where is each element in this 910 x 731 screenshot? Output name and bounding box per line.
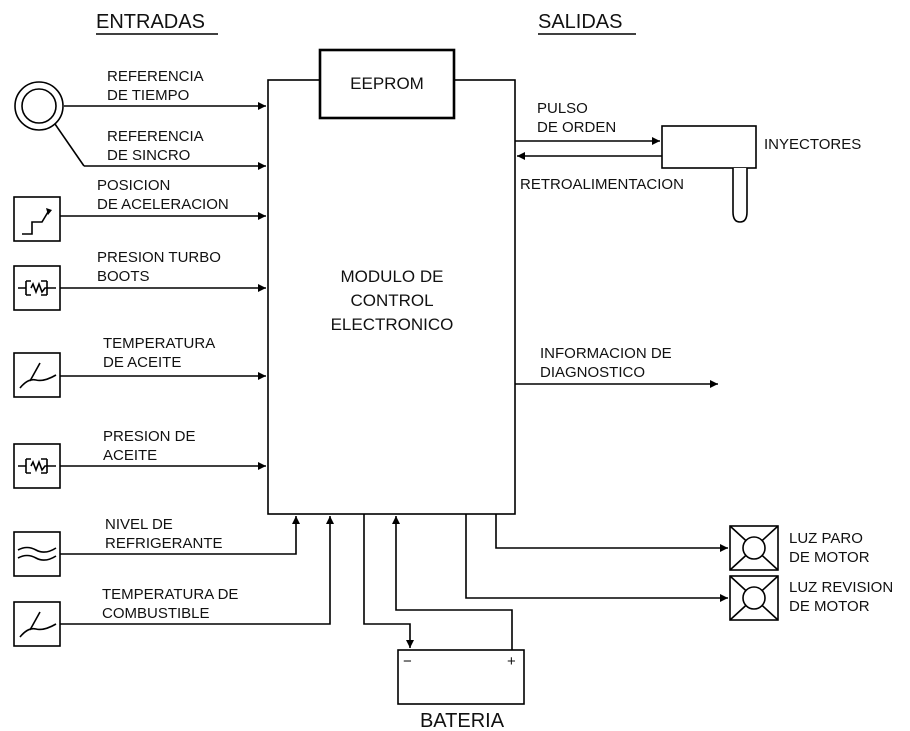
- coolant-label-1: NIVEL DE: [105, 516, 173, 533]
- diagnostics-label-1: INFORMACION DE: [540, 345, 672, 362]
- stop-lamp-icon: [729, 525, 779, 571]
- oil-temp-label-1: TEMPERATURA: [103, 335, 215, 352]
- battery-neg-wire: [363, 514, 414, 648]
- outputs-header: SALIDAS: [538, 11, 622, 33]
- oil-press-label-2: ACEITE: [103, 447, 157, 464]
- coolant-arrow: [60, 516, 300, 555]
- oil-temp-label-2: DE ACEITE: [103, 354, 181, 371]
- ecm-label-line3: ELECTRONICO: [331, 315, 454, 334]
- battery-label: BATERIA: [420, 710, 505, 731]
- time-ref-label-1: REFERENCIA: [107, 68, 204, 85]
- ecm-label-line2: CONTROL: [350, 291, 433, 310]
- ecm-box: [267, 79, 516, 515]
- check-lamp-label-1: LUZ REVISION: [789, 579, 893, 596]
- eeprom-label: EEPROM: [350, 74, 424, 93]
- boost-label-2: BOOTS: [97, 268, 150, 285]
- fuel-temp-arrow: [60, 516, 334, 625]
- pulse-label-1: PULSO: [537, 100, 588, 117]
- time-ref-label-2: DE TIEMPO: [107, 87, 189, 104]
- coolant-sensor-icon: [13, 531, 61, 577]
- battery-neg-sign: −: [403, 653, 412, 670]
- fuel-temp-label-1: TEMPERATURA DE: [102, 586, 238, 603]
- pulse-label-2: DE ORDEN: [537, 119, 616, 136]
- throttle-sensor-icon: [13, 196, 61, 242]
- battery-pos-sign: +: [507, 653, 516, 670]
- stop-lamp-label-2: DE MOTOR: [789, 549, 870, 566]
- oil-press-label-1: PRESION DE: [103, 428, 196, 445]
- fuel-temp-label-2: COMBUSTIBLE: [102, 605, 210, 622]
- injectors-label: INYECTORES: [764, 136, 861, 153]
- eeprom-box: [318, 48, 456, 120]
- fuel-temp-sensor-icon: [13, 601, 61, 647]
- throttle-label-2: DE ACELERACION: [97, 196, 229, 213]
- diagnostics-label-2: DIAGNOSTICO: [540, 364, 645, 381]
- battery-box: [397, 649, 525, 705]
- sync-ref-label-2: DE SINCRO: [107, 147, 190, 164]
- injector-icon: [661, 125, 757, 223]
- inputs-header: ENTRADAS: [96, 11, 205, 33]
- check-lamp-arrow: [465, 514, 728, 602]
- throttle-label-1: POSICION: [97, 177, 170, 194]
- stop-lamp-label-1: LUZ PARO: [789, 530, 863, 547]
- oil-press-sensor-icon: [13, 443, 61, 489]
- sync-ref-label-1: REFERENCIA: [107, 128, 204, 145]
- feedback-label: RETROALIMENTACION: [520, 176, 684, 193]
- coolant-label-2: REFRIGERANTE: [105, 535, 223, 552]
- battery-pos-wire: [392, 516, 513, 650]
- check-lamp-icon: [729, 575, 779, 621]
- stop-lamp-arrow: [495, 514, 728, 552]
- check-lamp-label-2: DE MOTOR: [789, 598, 870, 615]
- ecm-label-line1: MODULO DE: [341, 267, 444, 286]
- timing-sensor-icon: [14, 81, 266, 170]
- boost-sensor-icon: [13, 265, 61, 311]
- oil-temp-sensor-icon: [13, 352, 61, 398]
- boost-label-1: PRESION TURBO: [97, 249, 221, 266]
